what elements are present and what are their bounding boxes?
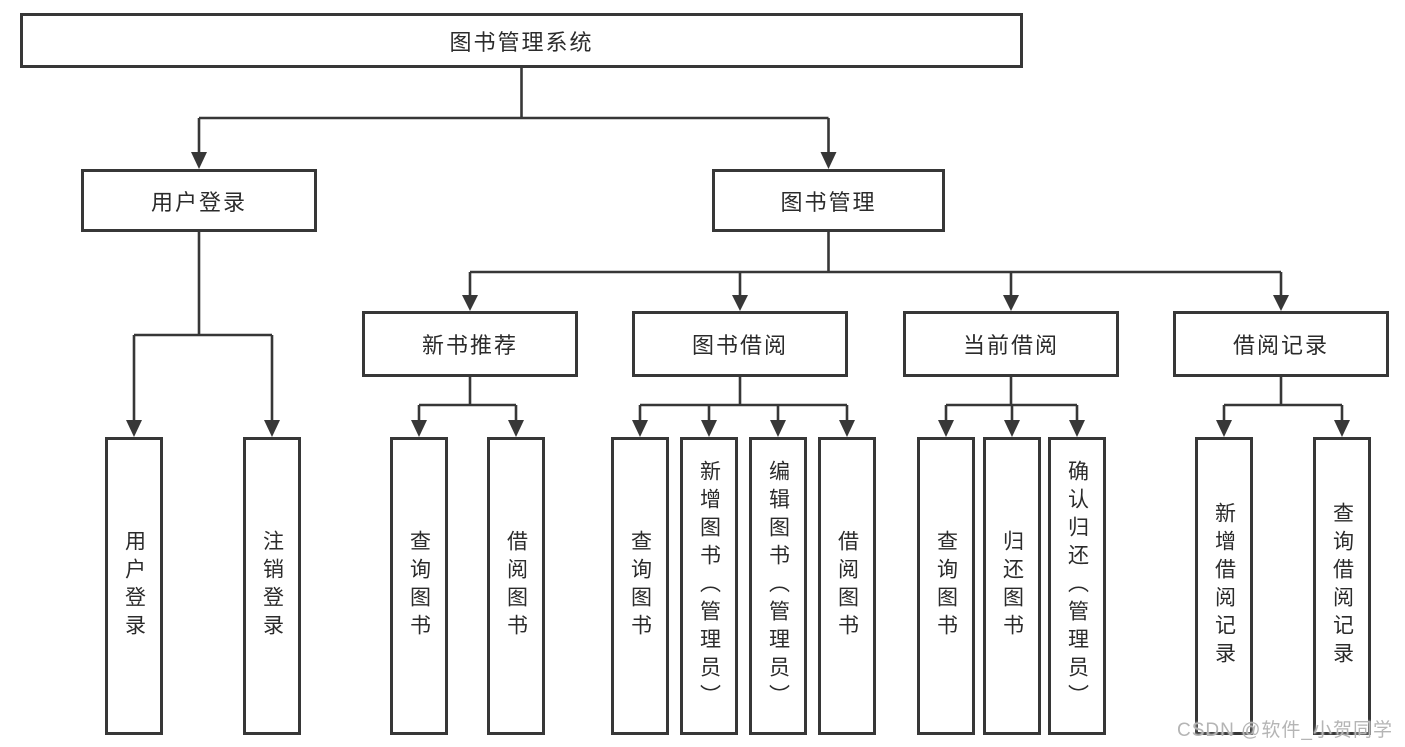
node-add-book-admin: 新增图书（管理员） xyxy=(680,437,738,735)
node-return-book: 归还图书 xyxy=(983,437,1041,735)
node-label: 用户登录 xyxy=(150,189,247,215)
node-label: 查询图书 xyxy=(407,530,431,642)
node-confirm-return-admin: 确认归还（管理员） xyxy=(1048,437,1106,735)
node-label: 借阅图书 xyxy=(835,530,859,642)
csdn-watermark: CSDN @软件_小贺同学 xyxy=(1177,720,1393,741)
node-label: 借阅记录 xyxy=(1232,333,1329,358)
node-query-borrow-record: 查询借阅记录 xyxy=(1313,437,1371,735)
node-logout: 注销登录 xyxy=(243,437,301,735)
node-label: 注销登录 xyxy=(260,530,284,642)
node-book-borrowing: 图书借阅 xyxy=(632,311,848,377)
node-label: 新书推荐 xyxy=(421,333,518,358)
node-label: 借阅图书 xyxy=(504,530,528,642)
node-label: 编辑图书（管理员） xyxy=(766,460,790,712)
node-label: 查询借阅记录 xyxy=(1330,502,1354,670)
node-label: 查询图书 xyxy=(934,530,958,642)
node-current-borrowing: 当前借阅 xyxy=(903,311,1119,377)
node-query-book-borrowing: 查询图书 xyxy=(611,437,669,735)
node-book-management: 图书管理 xyxy=(712,169,945,232)
node-label: 图书借阅 xyxy=(691,333,788,358)
node-borrow-book-borrowing: 借阅图书 xyxy=(818,437,876,735)
node-user-login-group: 用户登录 xyxy=(81,169,317,232)
node-query-book-current: 查询图书 xyxy=(917,437,975,735)
node-label: 确认归还（管理员） xyxy=(1065,460,1089,712)
node-label: 新增图书（管理员） xyxy=(697,460,721,712)
node-borrow-book-recommend: 借阅图书 xyxy=(487,437,545,735)
node-label: 图书管理 xyxy=(780,189,877,215)
node-query-book-recommend: 查询图书 xyxy=(390,437,448,735)
node-label: 新增借阅记录 xyxy=(1212,502,1236,670)
node-add-borrow-record: 新增借阅记录 xyxy=(1195,437,1253,735)
node-label: 当前借阅 xyxy=(962,333,1059,358)
node-new-book-recommend: 新书推荐 xyxy=(362,311,578,377)
node-label: 用户登录 xyxy=(122,530,146,642)
node-borrowing-records: 借阅记录 xyxy=(1173,311,1389,377)
node-user-login: 用户登录 xyxy=(105,437,163,735)
node-label: 查询图书 xyxy=(628,530,652,642)
node-label: 归还图书 xyxy=(1000,530,1024,642)
node-library-management-system: 图书管理系统 xyxy=(20,13,1023,68)
node-edit-book-admin: 编辑图书（管理员） xyxy=(749,437,807,735)
node-label: 图书管理系统 xyxy=(449,29,594,55)
